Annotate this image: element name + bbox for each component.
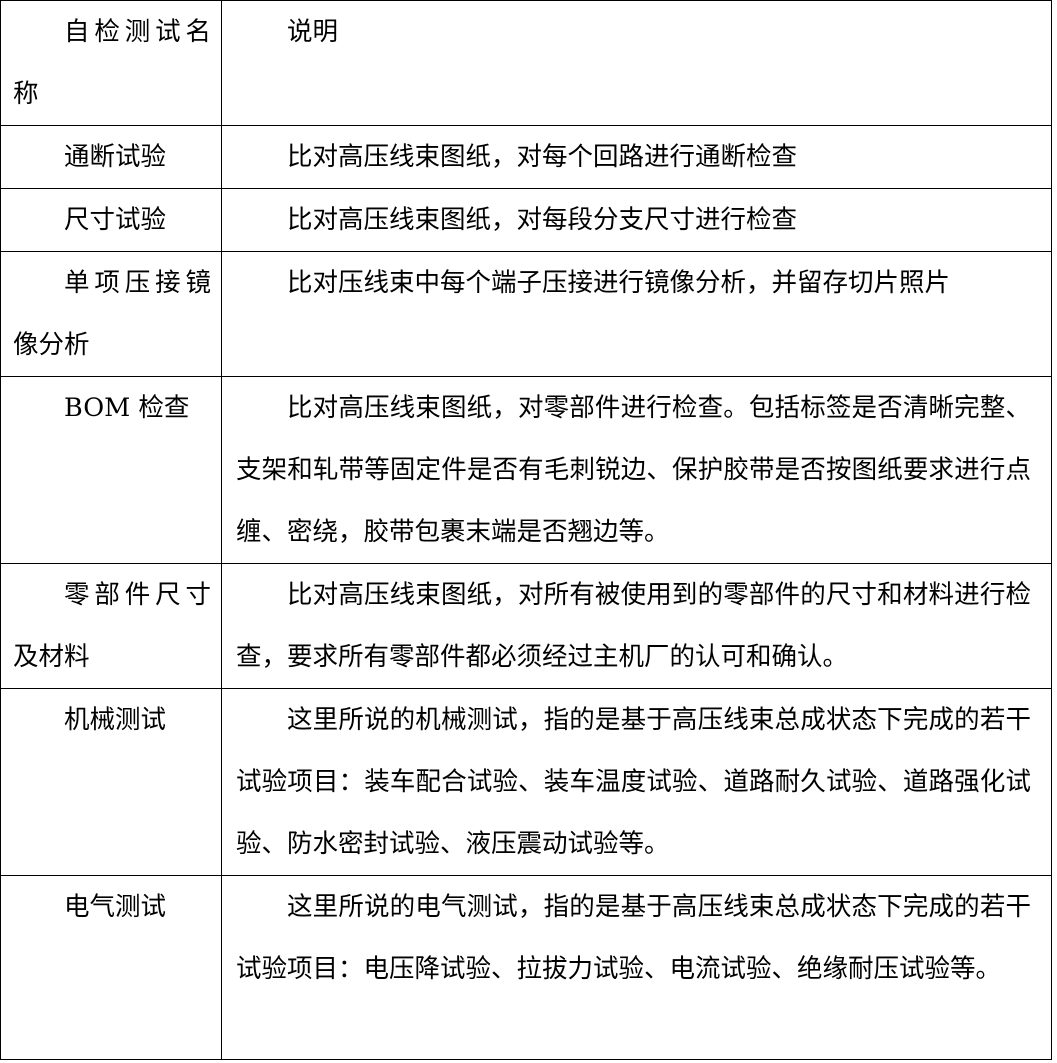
row-name-cell: 电气测试 — [0, 875, 222, 1060]
row-name-cell: 单项压接镜像分析 — [0, 251, 222, 377]
row-name-text: 零部件尺寸及材料 — [13, 580, 211, 672]
row-desc-text: 这里所说的机械测试，指的是基于高压线束总成状态下完成的若干试验项目：装车配合试验… — [236, 705, 1031, 859]
row-desc-text: 这里所说的电气测试，指的是基于高压线束总成状态下完成的若干试验项目：电压降试验、… — [236, 892, 1031, 984]
header-name-text: 自检测试名称 — [13, 17, 211, 109]
row-name-cell: 零部件尺寸及材料 — [0, 563, 222, 689]
table-row: BOM 检查 比对高压线束图纸，对零部件进行检查。包括标签是否清晰完整、支架和轧… — [0, 376, 1052, 564]
table-row: 尺寸试验 比对高压线束图纸，对每段分支尺寸进行检查 — [0, 188, 1052, 252]
row-name-text: 单项压接镜像分析 — [13, 268, 211, 360]
row-desc-text: 比对压线束中每个端子压接进行镜像分析，并留存切片照片 — [287, 268, 951, 298]
row-desc-text: 比对高压线束图纸，对零部件进行检查。包括标签是否清晰完整、支架和轧带等固定件是否… — [236, 393, 1031, 547]
row-desc-text: 比对高压线束图纸，对每段分支尺寸进行检查 — [287, 205, 798, 235]
table-header-row: 自检测试名称 说明 — [0, 0, 1052, 126]
row-name-text: 通断试验 — [64, 142, 167, 172]
table-row: 单项压接镜像分析 比对压线束中每个端子压接进行镜像分析，并留存切片照片 — [0, 251, 1052, 377]
row-name-cell: 尺寸试验 — [0, 188, 222, 252]
header-cell-name: 自检测试名称 — [0, 0, 222, 126]
header-cell-desc: 说明 — [221, 0, 1052, 126]
table-row: 通断试验 比对高压线束图纸，对每个回路进行通断检查 — [0, 125, 1052, 189]
row-name-cell: 通断试验 — [0, 125, 222, 189]
row-name-text: BOM 检查 — [64, 393, 190, 423]
row-name-text: 机械测试 — [64, 705, 167, 735]
row-desc-text: 比对高压线束图纸，对每个回路进行通断检查 — [287, 142, 798, 172]
row-desc-cell: 这里所说的机械测试，指的是基于高压线束总成状态下完成的若干试验项目：装车配合试验… — [221, 688, 1052, 876]
header-desc-text: 说明 — [287, 17, 339, 47]
row-name-text: 电气测试 — [64, 892, 167, 922]
row-desc-text: 比对高压线束图纸，对所有被使用到的零部件的尺寸和材料进行检查，要求所有零部件都必… — [236, 580, 1031, 672]
row-name-text: 尺寸试验 — [64, 205, 167, 235]
row-desc-cell: 比对高压线束图纸，对零部件进行检查。包括标签是否清晰完整、支架和轧带等固定件是否… — [221, 376, 1052, 564]
row-desc-cell: 比对高压线束图纸，对每段分支尺寸进行检查 — [221, 188, 1052, 252]
row-desc-cell: 比对高压线束图纸，对所有被使用到的零部件的尺寸和材料进行检查，要求所有零部件都必… — [221, 563, 1052, 689]
table-row: 零部件尺寸及材料 比对高压线束图纸，对所有被使用到的零部件的尺寸和材料进行检查，… — [0, 563, 1052, 689]
row-desc-cell: 比对高压线束图纸，对每个回路进行通断检查 — [221, 125, 1052, 189]
row-desc-cell: 比对压线束中每个端子压接进行镜像分析，并留存切片照片 — [221, 251, 1052, 377]
table-row: 机械测试 这里所说的机械测试，指的是基于高压线束总成状态下完成的若干试验项目：装… — [0, 688, 1052, 876]
row-name-cell: 机械测试 — [0, 688, 222, 876]
row-desc-cell: 这里所说的电气测试，指的是基于高压线束总成状态下完成的若干试验项目：电压降试验、… — [221, 875, 1052, 1060]
table-row: 电气测试 这里所说的电气测试，指的是基于高压线束总成状态下完成的若干试验项目：电… — [0, 875, 1052, 1060]
row-name-cell: BOM 检查 — [0, 376, 222, 564]
